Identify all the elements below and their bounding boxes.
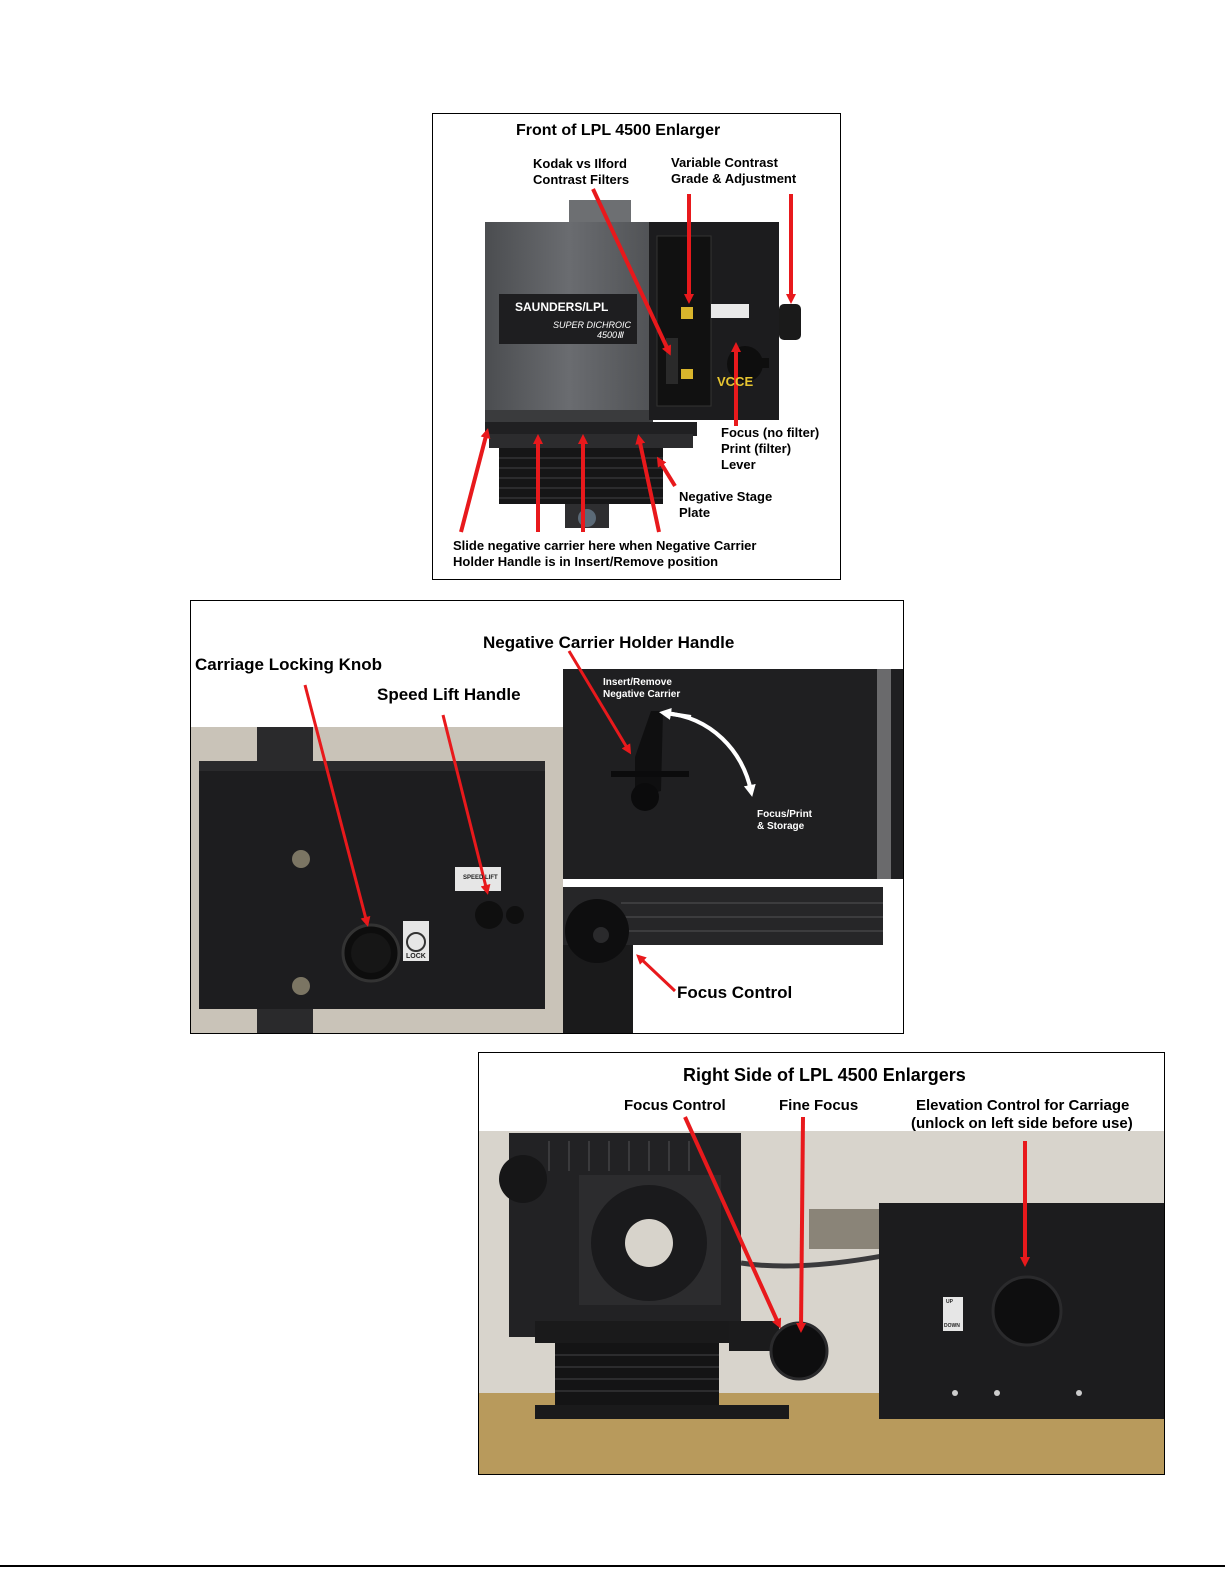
brand-plate-text: SAUNDERS/LPL xyxy=(515,300,609,314)
model-text-1: SUPER DICHROIC xyxy=(553,320,632,330)
left-side-photo xyxy=(191,650,903,1033)
label-filters-line1: Kodak vs Ilford xyxy=(533,156,627,171)
label-vc-line2: Grade & Adjustment xyxy=(671,171,797,186)
page-footer-rule xyxy=(0,1565,1225,1567)
insert-remove-text-2: Negative Carrier xyxy=(603,689,681,700)
label-focus-control: Focus Control xyxy=(677,983,793,1002)
arrow-stage-plate xyxy=(656,456,677,488)
label-stage-line1: Negative Stage xyxy=(679,489,773,504)
left-side-panel: Negative Carrier Holder Handle Carriage … xyxy=(190,600,904,1034)
arrow-carriage-lock xyxy=(303,684,371,927)
arrow-slide-1 xyxy=(459,428,491,533)
lock-plate-text: LOCK xyxy=(406,953,426,960)
label-slide-line2: Holder Handle is in Insert/Remove positi… xyxy=(453,554,719,569)
speed-lift-plate-text: SPEED LIFT xyxy=(463,875,498,881)
updown-text-2: DOWN xyxy=(944,1323,960,1329)
focus-print-text-2: & Storage xyxy=(757,821,805,832)
right-side-panel: Right Side of LPL 4500 Enlargers Focus C… xyxy=(478,1052,1165,1475)
insert-remove-text-1: Insert/Remove xyxy=(603,677,672,688)
label-carriage-locking: Carriage Locking Knob xyxy=(195,655,383,674)
arrow-focus-control xyxy=(636,954,677,993)
label-filters-line2: Contrast Filters xyxy=(533,172,630,187)
label-focus-line3: Lever xyxy=(721,457,756,472)
arrow-slide-4 xyxy=(635,434,661,533)
arrow-fine-focus xyxy=(796,1116,807,1333)
arrow-negative-handle xyxy=(567,650,632,755)
arrow-focus-control-right xyxy=(683,1116,782,1329)
updown-text-1: UP xyxy=(946,1299,953,1305)
label-focus-line2: Print (filter) xyxy=(721,441,792,456)
label-elevation-line2: (unlock on left side before use) xyxy=(911,1115,1133,1132)
arrow-filters xyxy=(591,188,671,356)
right-title: Right Side of LPL 4500 Enlargers xyxy=(683,1065,966,1085)
label-negative-handle: Negative Carrier Holder Handle xyxy=(483,633,735,652)
label-slide-line1: Slide negative carrier here when Negativ… xyxy=(453,538,757,553)
label-speed-lift: Speed Lift Handle xyxy=(377,685,521,704)
label-focus-line1: Focus (no filter) xyxy=(721,425,820,440)
label-stage-line2: Plate xyxy=(679,505,711,520)
model-text-2: 4500Ⅲ xyxy=(597,330,624,340)
focus-print-text-1: Focus/Print xyxy=(757,809,813,820)
front-enlarger-photo xyxy=(459,188,801,533)
front-title: Front of LPL 4500 Enlarger xyxy=(516,122,721,139)
label-vc-line1: Variable Contrast xyxy=(671,155,778,170)
label-fine-focus: Fine Focus xyxy=(779,1097,859,1114)
front-panel: Front of LPL 4500 Enlarger Kodak vs Ilfo… xyxy=(432,113,841,580)
right-side-photo xyxy=(479,1116,1164,1474)
arrow-speed-lift xyxy=(441,714,491,895)
label-focus-control-right: Focus Control xyxy=(624,1097,726,1114)
vcce-label: VCCE xyxy=(717,374,754,389)
label-elevation-line1: Elevation Control for Carriage xyxy=(916,1097,1130,1114)
